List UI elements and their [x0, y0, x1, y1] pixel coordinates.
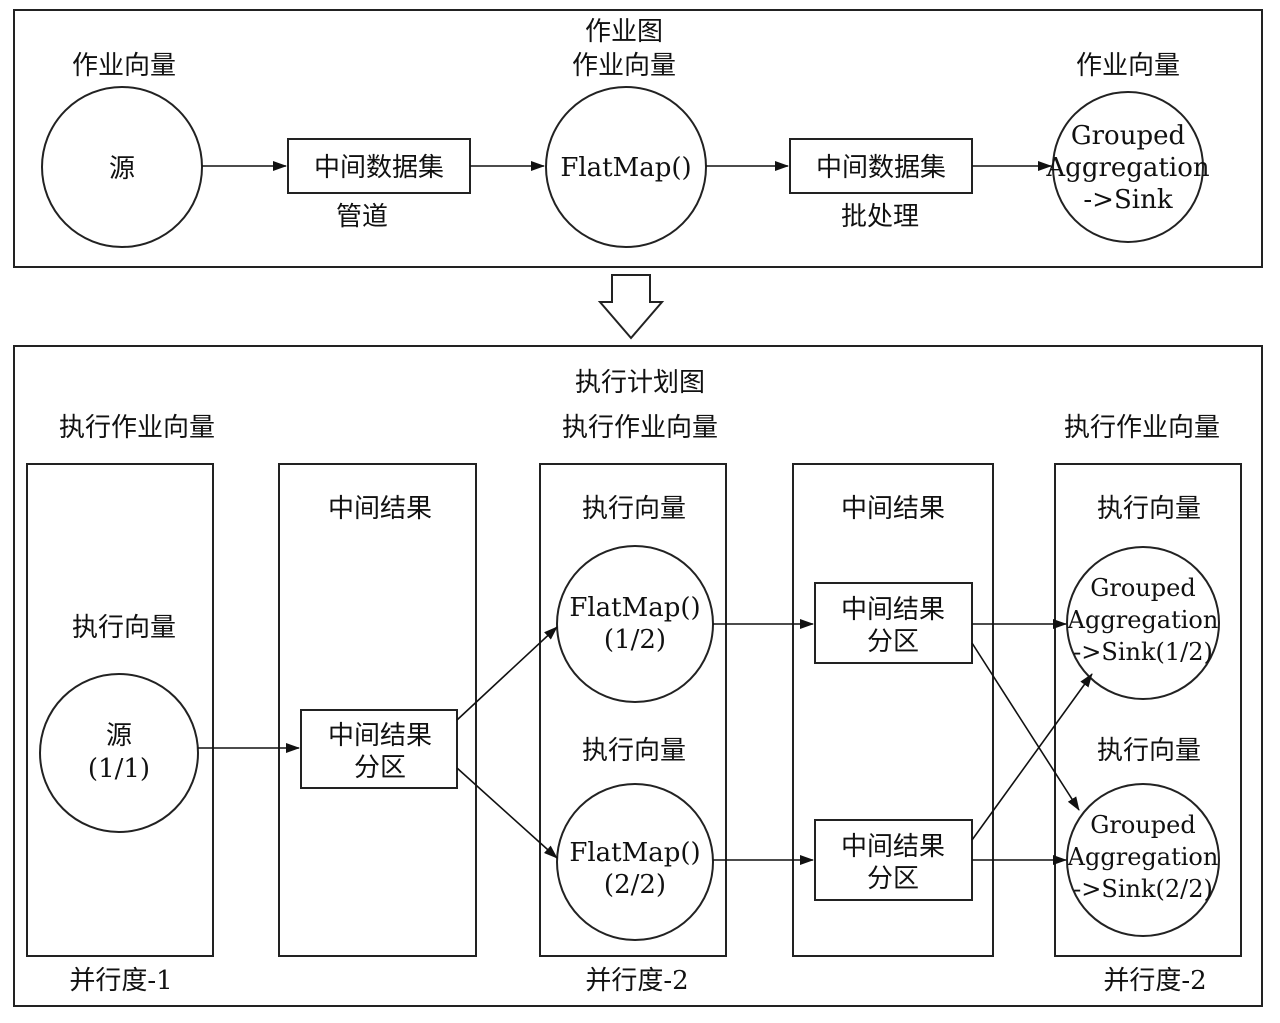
parallelism-label-3: 并行度-2 [1103, 966, 1206, 996]
exec-edge-partition2-sink2 [971, 642, 1080, 811]
job-flatmap-label: FlatMap() [560, 153, 691, 183]
exec-source-line2: (1/1) [88, 754, 150, 784]
transform-down-arrow-icon [597, 274, 665, 340]
result-partition-node-2 [814, 582, 973, 664]
intermediate-result-label-1: 中间结果 [328, 494, 432, 524]
job-dataset-pipeline-label: 中间数据集 [314, 153, 444, 183]
exec-flatmap2-node [556, 783, 714, 941]
exec-job-vertex-label-1: 执行作业向量 [59, 413, 215, 443]
exec-sink2-line2: Aggregation [1067, 843, 1219, 871]
exec-job-vertex-box-flatmap [539, 463, 727, 957]
job-dataset-pipeline-node [287, 138, 471, 194]
exec-flatmap1-line2: (1/2) [604, 625, 666, 655]
result-partition-1-line2: 分区 [354, 753, 406, 783]
exec-sink2-line3: ->Sink(2/2) [1073, 875, 1213, 903]
exec-job-vertex-label-2: 执行作业向量 [562, 413, 718, 443]
exec-sink1-line3: ->Sink(1/2) [1073, 638, 1213, 666]
job-vertex-label-source: 作业向量 [72, 51, 176, 81]
exec-graph-frame [13, 345, 1263, 1007]
job-dataset-batch-sub: 批处理 [841, 202, 919, 232]
job-graph-frame [13, 9, 1263, 268]
job-sink-line1: Grouped [1071, 121, 1185, 151]
job-dataset-batch-node [789, 138, 973, 194]
exec-edge-partition1-flatmap1 [456, 626, 558, 721]
intermediate-result-label-2: 中间结果 [841, 494, 945, 524]
exec-edge-partition1-flatmap2 [456, 767, 558, 859]
job-vertex-label-sink: 作业向量 [1076, 51, 1180, 81]
result-partition-3-line2: 分区 [867, 864, 919, 894]
intermediate-result-box-1 [278, 463, 477, 957]
exec-flatmap2-line1: FlatMap() [569, 838, 700, 868]
exec-sink1-node [1066, 546, 1220, 700]
exec-graph-title: 执行计划图 [575, 368, 705, 398]
job-sink-line3: ->Sink [1083, 185, 1172, 215]
exec-edge-partition3-sink1 [971, 673, 1093, 841]
job-vertex-label-flatmap: 作业向量 [572, 51, 676, 81]
exec-job-vertex-box-sink [1054, 463, 1242, 957]
result-partition-node-3 [814, 819, 973, 901]
exec-vertex-label-source: 执行向量 [72, 613, 176, 643]
exec-source-node [39, 673, 199, 833]
job-graph-title: 作业图 [585, 17, 663, 47]
exec-sink2-node [1066, 783, 1220, 937]
job-sink-node [1052, 91, 1204, 243]
job-source-node [41, 86, 203, 248]
intermediate-result-box-2 [792, 463, 994, 957]
result-partition-node-1 [300, 709, 458, 789]
job-sink-line2: Aggregation [1045, 153, 1209, 183]
exec-sink2-line1: Grouped [1090, 811, 1195, 839]
job-dataset-batch-label: 中间数据集 [816, 153, 946, 183]
exec-flatmap2-line2: (2/2) [604, 870, 666, 900]
exec-job-vertex-label-3: 执行作业向量 [1064, 413, 1220, 443]
parallelism-label-2: 并行度-2 [585, 966, 688, 996]
exec-flatmap1-line1: FlatMap() [569, 593, 700, 623]
parallelism-label-1: 并行度-1 [69, 966, 172, 996]
exec-sink1-line1: Grouped [1090, 574, 1195, 602]
exec-flatmap1-node [556, 545, 714, 703]
exec-source-line1: 源 [106, 721, 132, 751]
job-dataset-pipeline-sub: 管道 [336, 202, 388, 232]
result-partition-3-line1: 中间结果 [841, 832, 945, 862]
result-partition-2-line2: 分区 [867, 627, 919, 657]
job-flatmap-node [545, 86, 707, 248]
exec-vertex-label-flatmap2: 执行向量 [582, 736, 686, 766]
exec-vertex-label-flatmap1: 执行向量 [582, 494, 686, 524]
exec-sink1-line2: Aggregation [1067, 606, 1219, 634]
exec-job-vertex-box-source [26, 463, 214, 957]
result-partition-2-line1: 中间结果 [841, 595, 945, 625]
exec-vertex-label-sink2: 执行向量 [1097, 736, 1201, 766]
result-partition-1-line1: 中间结果 [328, 721, 432, 751]
exec-vertex-label-sink1: 执行向量 [1097, 494, 1201, 524]
job-source-label: 源 [109, 154, 135, 184]
